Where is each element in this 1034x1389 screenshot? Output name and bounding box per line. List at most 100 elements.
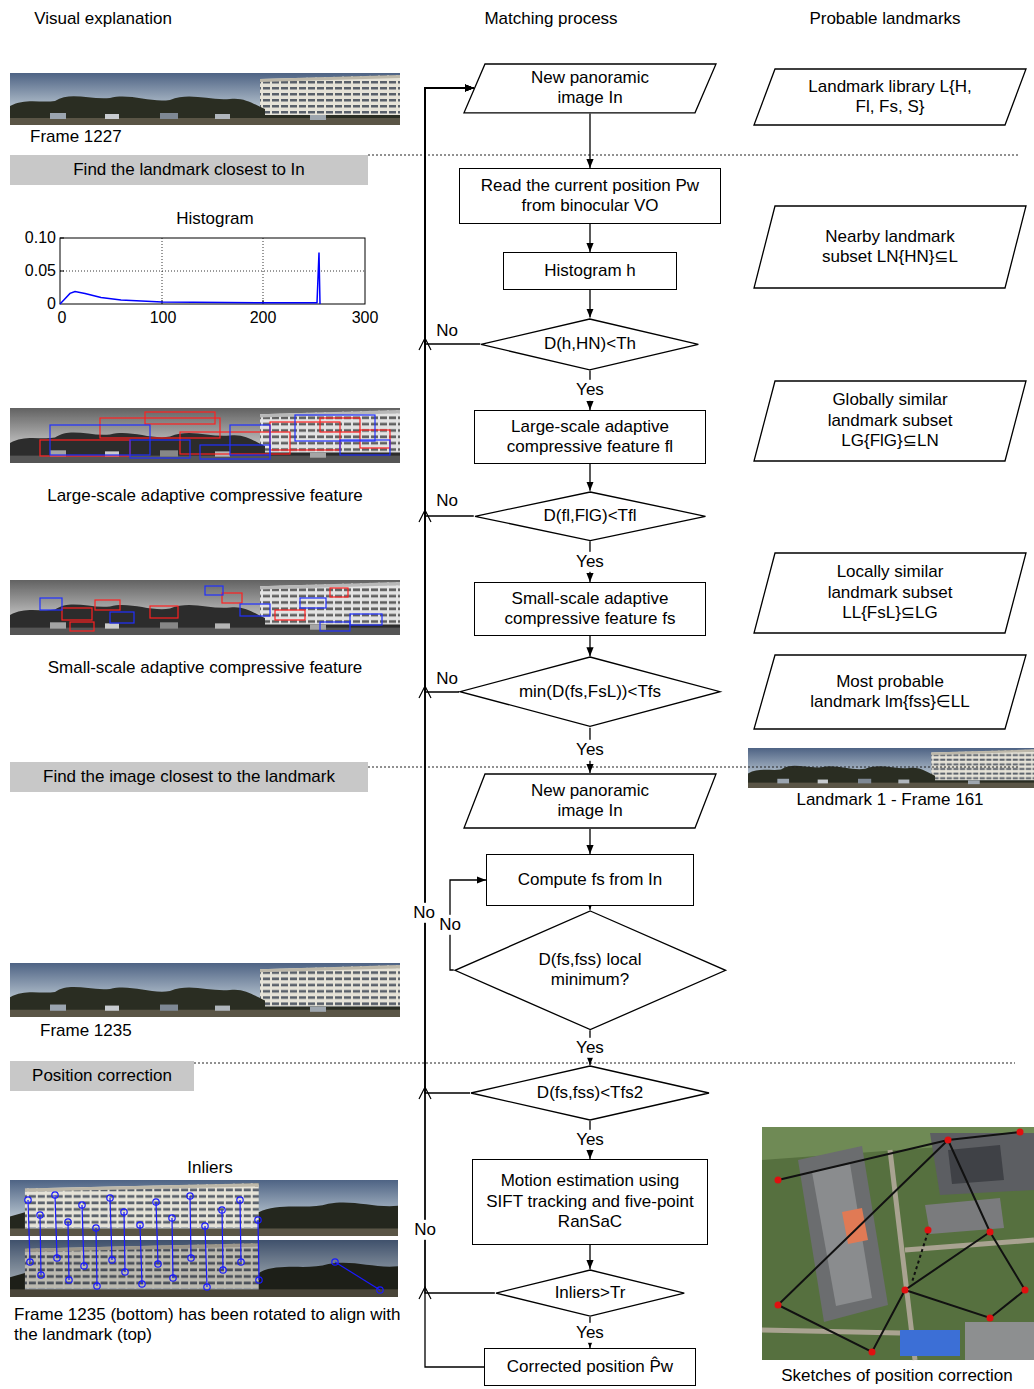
small-scale-feature-image [300,598,326,608]
histogram-plot [60,238,365,304]
node-text: Position correction [32,1066,173,1086]
inliers-image [205,1226,207,1287]
text-label: Matching process [484,9,617,29]
small-scale-feature-image [70,622,94,631]
satellite-map [775,1129,1029,1356]
node-text: D(h,HN)<Th [543,334,637,354]
text-label: Inliers [187,1158,232,1178]
large-scale-feature-image [50,415,390,459]
large-scale-feature-image [40,412,390,456]
satellite-map [869,1349,876,1356]
inliers-image [96,1228,97,1286]
small-scale-feature-image [40,586,382,631]
node-text: Landmark library L{H, Fl, Fs, S} [804,77,977,118]
axis-tick-label: 100 [150,308,177,327]
flow-arrow [589,290,590,318]
panorama-photo [10,73,400,125]
shape-outline [754,381,1026,461]
small-scale-feature-image [110,612,134,623]
node-text: Small-scale adaptive compressive feature… [483,589,698,630]
decision-diamond: D(fl,FlG)<Tfl [474,491,706,542]
satellite-map [925,1227,932,1234]
node-text: New panoramic image In [514,781,667,822]
data-parallelogram: Locally similar landmark subset LL{FsL}⊆… [753,552,1027,634]
edge-label: No [434,669,460,689]
node-text: Nearby landmark subset LN{HN}⊆L [804,227,977,268]
node-text: Most probable landmark lm{fss}∈LL [804,672,977,713]
node-text-group: Small-scale adaptive compressive feature… [483,589,698,630]
satellite-map [762,1127,1034,1360]
inliers-image [258,1220,259,1280]
text-label: Frame 1235 [40,1021,132,1041]
text-label: Large-scale adaptive compressive feature [47,486,363,506]
shape-outline [754,206,1026,288]
satellite-map [945,1137,952,1144]
large-scale-feature-image [270,422,340,450]
node-text: Corrected position P̂w [506,1357,674,1377]
node-text: Inliers>Tr [554,1283,626,1303]
shape-outline [754,69,1026,125]
large-scale-feature-image [200,445,270,459]
node-text-group: Landmark library L{H, Fl, Fs, S} [804,77,977,118]
flow-arrow [589,1245,590,1269]
satellite-map [930,1133,1034,1195]
inliers-image [222,1210,223,1270]
edge-label: Yes [574,380,606,400]
node-text-group: Find the landmark closest to In [73,160,306,180]
inliers-image [55,1195,57,1258]
large-scale-feature-image [100,418,220,438]
node-text: Read the current position Pw from binocu… [468,176,713,217]
shape-outline [464,774,716,828]
small-scale-feature-image [222,593,242,603]
inliers-image [140,1225,142,1284]
text-label: No [411,903,437,923]
inliers-image [82,1205,84,1266]
axis-tick-label: 0 [47,294,56,313]
edge-label: No [412,1220,438,1240]
node-text: Locally similar landmark subset LL{FsL}⊆… [804,562,977,623]
inliers-image [10,1180,398,1297]
inliers-image [190,1196,191,1258]
data-parallelogram: New panoramic image In [463,63,717,114]
data-parallelogram: Globally similar landmark subset LG{FlG}… [753,380,1027,462]
inliers-image [335,1262,380,1290]
node-text: D(fs,fss) local minimum? [519,950,661,991]
satellite-map [965,1322,1034,1360]
satellite-map [1022,1287,1029,1294]
decision-diamond: Inliers>Tr [495,1269,685,1317]
text-label: Probable landmarks [809,9,960,29]
node-text-group: D(fl,FlG)<Tfl [542,506,637,526]
large-scale-feature-image [10,408,400,463]
histogram-plot [60,238,365,304]
decision-diamond: D(h,HN)<Th [480,318,699,371]
decision-diamond: D(fs,fss) local minimum? [454,910,727,1031]
section-band: Find the image closest to the landmark [10,762,368,792]
shape-outline [496,1270,684,1316]
flow-arrow [589,113,590,168]
data-parallelogram: Landmark library L{H, Fl, Fs, S} [753,68,1027,126]
edge-label: Yes [574,740,606,760]
node-text-group: D(fs,fss)<Tfs2 [536,1083,644,1103]
satellite-map [902,1287,909,1294]
flow-arrow [589,906,590,910]
satellite-map [987,1315,994,1322]
inliers-image [110,1198,112,1260]
edge-label: No [437,915,463,935]
histogram-plot [60,238,365,304]
inliers-image [156,1202,158,1264]
node-text: Globally similar landmark subset LG{FlG}… [804,390,977,451]
panorama-photo [10,73,1034,1017]
satellite-map [1017,1129,1024,1136]
data-parallelogram: Nearby landmark subset LN{HN}⊆L [753,205,1027,289]
satellite-map [778,1132,1025,1352]
node-text: D(fl,FlG)<Tfl [542,506,637,526]
node-text: Large-scale adaptive compressive feature… [483,417,698,458]
flow-arrow [589,829,590,854]
section-band: Position correction [10,1061,194,1091]
node-text-group: Globally similar landmark subset LG{FlG}… [804,390,977,451]
node-text-group: Motion estimation using SIFT tracking an… [481,1171,700,1232]
node-text: Motion estimation using SIFT tracking an… [481,1171,700,1232]
inliers-image [28,1195,380,1290]
node-text: D(fs,fss)<Tfs2 [536,1083,644,1103]
